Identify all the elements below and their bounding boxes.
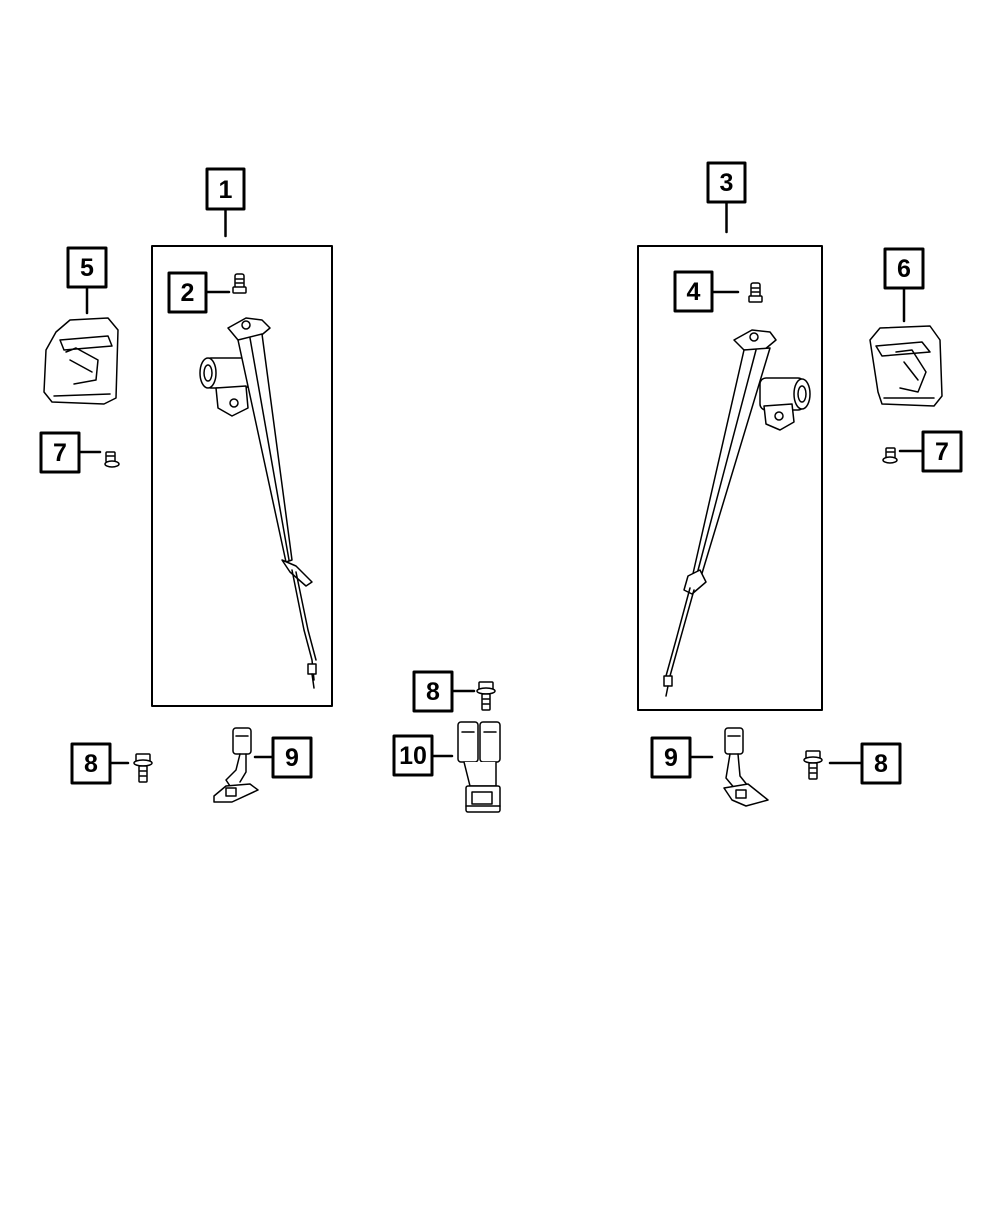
callout-7-right[interactable]: 7: [898, 430, 963, 473]
callout-7-left[interactable]: 7: [39, 431, 102, 474]
bolt-part-8-right: [803, 750, 823, 780]
callout-2[interactable]: 2: [167, 271, 231, 314]
svg-text:8: 8: [874, 750, 888, 778]
seat-belt-retractor-right: [663, 329, 811, 697]
svg-text:3: 3: [720, 169, 734, 197]
svg-text:6: 6: [897, 255, 911, 283]
callout-9-right[interactable]: 9: [650, 736, 714, 779]
callout-5[interactable]: 5: [66, 246, 108, 315]
buckle-part-9-left: [213, 727, 259, 803]
svg-text:1: 1: [219, 176, 233, 204]
group-box-left-belt: [151, 245, 333, 707]
callout-6[interactable]: 6: [883, 247, 925, 323]
svg-text:8: 8: [426, 678, 440, 706]
callout-4[interactable]: 4: [673, 270, 740, 313]
svg-text:7: 7: [53, 439, 67, 467]
callout-1[interactable]: 1: [205, 167, 246, 238]
callout-8-center[interactable]: 8: [412, 670, 476, 713]
svg-text:10: 10: [399, 742, 427, 770]
buckle-part-9-right: [723, 727, 769, 807]
seat-belt-retractor-left: [199, 317, 317, 689]
svg-text:4: 4: [687, 278, 701, 306]
svg-text:9: 9: [664, 744, 678, 772]
callout-3[interactable]: 3: [706, 161, 747, 234]
trim-cover-right: [869, 325, 943, 407]
svg-text:8: 8: [84, 750, 98, 778]
screw-part-7-left: [104, 451, 120, 468]
callout-8-left[interactable]: 8: [70, 742, 130, 785]
screw-part-7-right: [882, 447, 898, 464]
svg-text:2: 2: [181, 279, 195, 307]
svg-text:9: 9: [285, 744, 299, 772]
svg-text:5: 5: [80, 254, 94, 282]
callout-10[interactable]: 10: [392, 734, 454, 777]
group-box-right-belt: [637, 245, 823, 711]
callout-9-left[interactable]: 9: [253, 736, 313, 779]
bolt-part-8-left: [133, 753, 153, 783]
dual-buckle-part-10: [457, 721, 501, 813]
bolt-part-8-center: [476, 681, 496, 711]
callout-8-right[interactable]: 8: [828, 742, 902, 785]
bolt-part-2: [232, 273, 247, 294]
trim-cover-left: [43, 317, 119, 405]
bolt-part-4: [748, 282, 763, 303]
svg-text:7: 7: [935, 438, 949, 466]
